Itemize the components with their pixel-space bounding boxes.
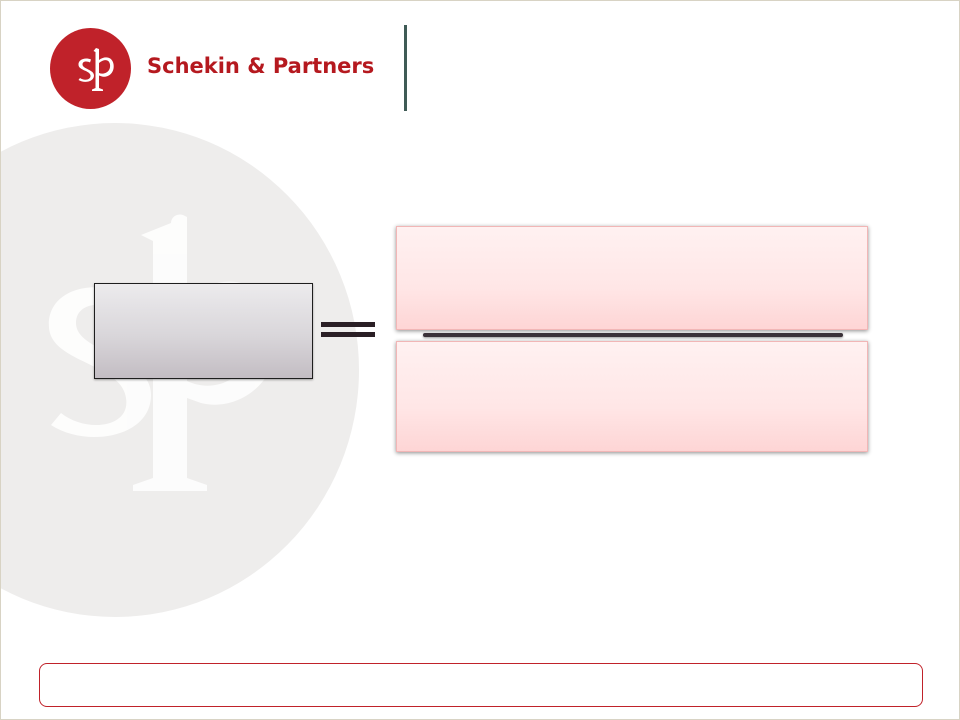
sp-monogram-icon bbox=[78, 48, 114, 91]
result-box-upper bbox=[396, 226, 868, 330]
result-divider bbox=[423, 333, 843, 337]
footer-bar bbox=[39, 663, 923, 707]
result-box-lower bbox=[396, 341, 868, 452]
company-logo bbox=[50, 28, 131, 109]
equals-bar-bottom bbox=[321, 332, 375, 337]
equals-bar-top bbox=[321, 322, 375, 327]
equals-icon bbox=[321, 322, 375, 339]
header-divider bbox=[404, 25, 407, 111]
brand-name: Schekin & Partners bbox=[147, 54, 375, 78]
source-box bbox=[94, 283, 313, 379]
